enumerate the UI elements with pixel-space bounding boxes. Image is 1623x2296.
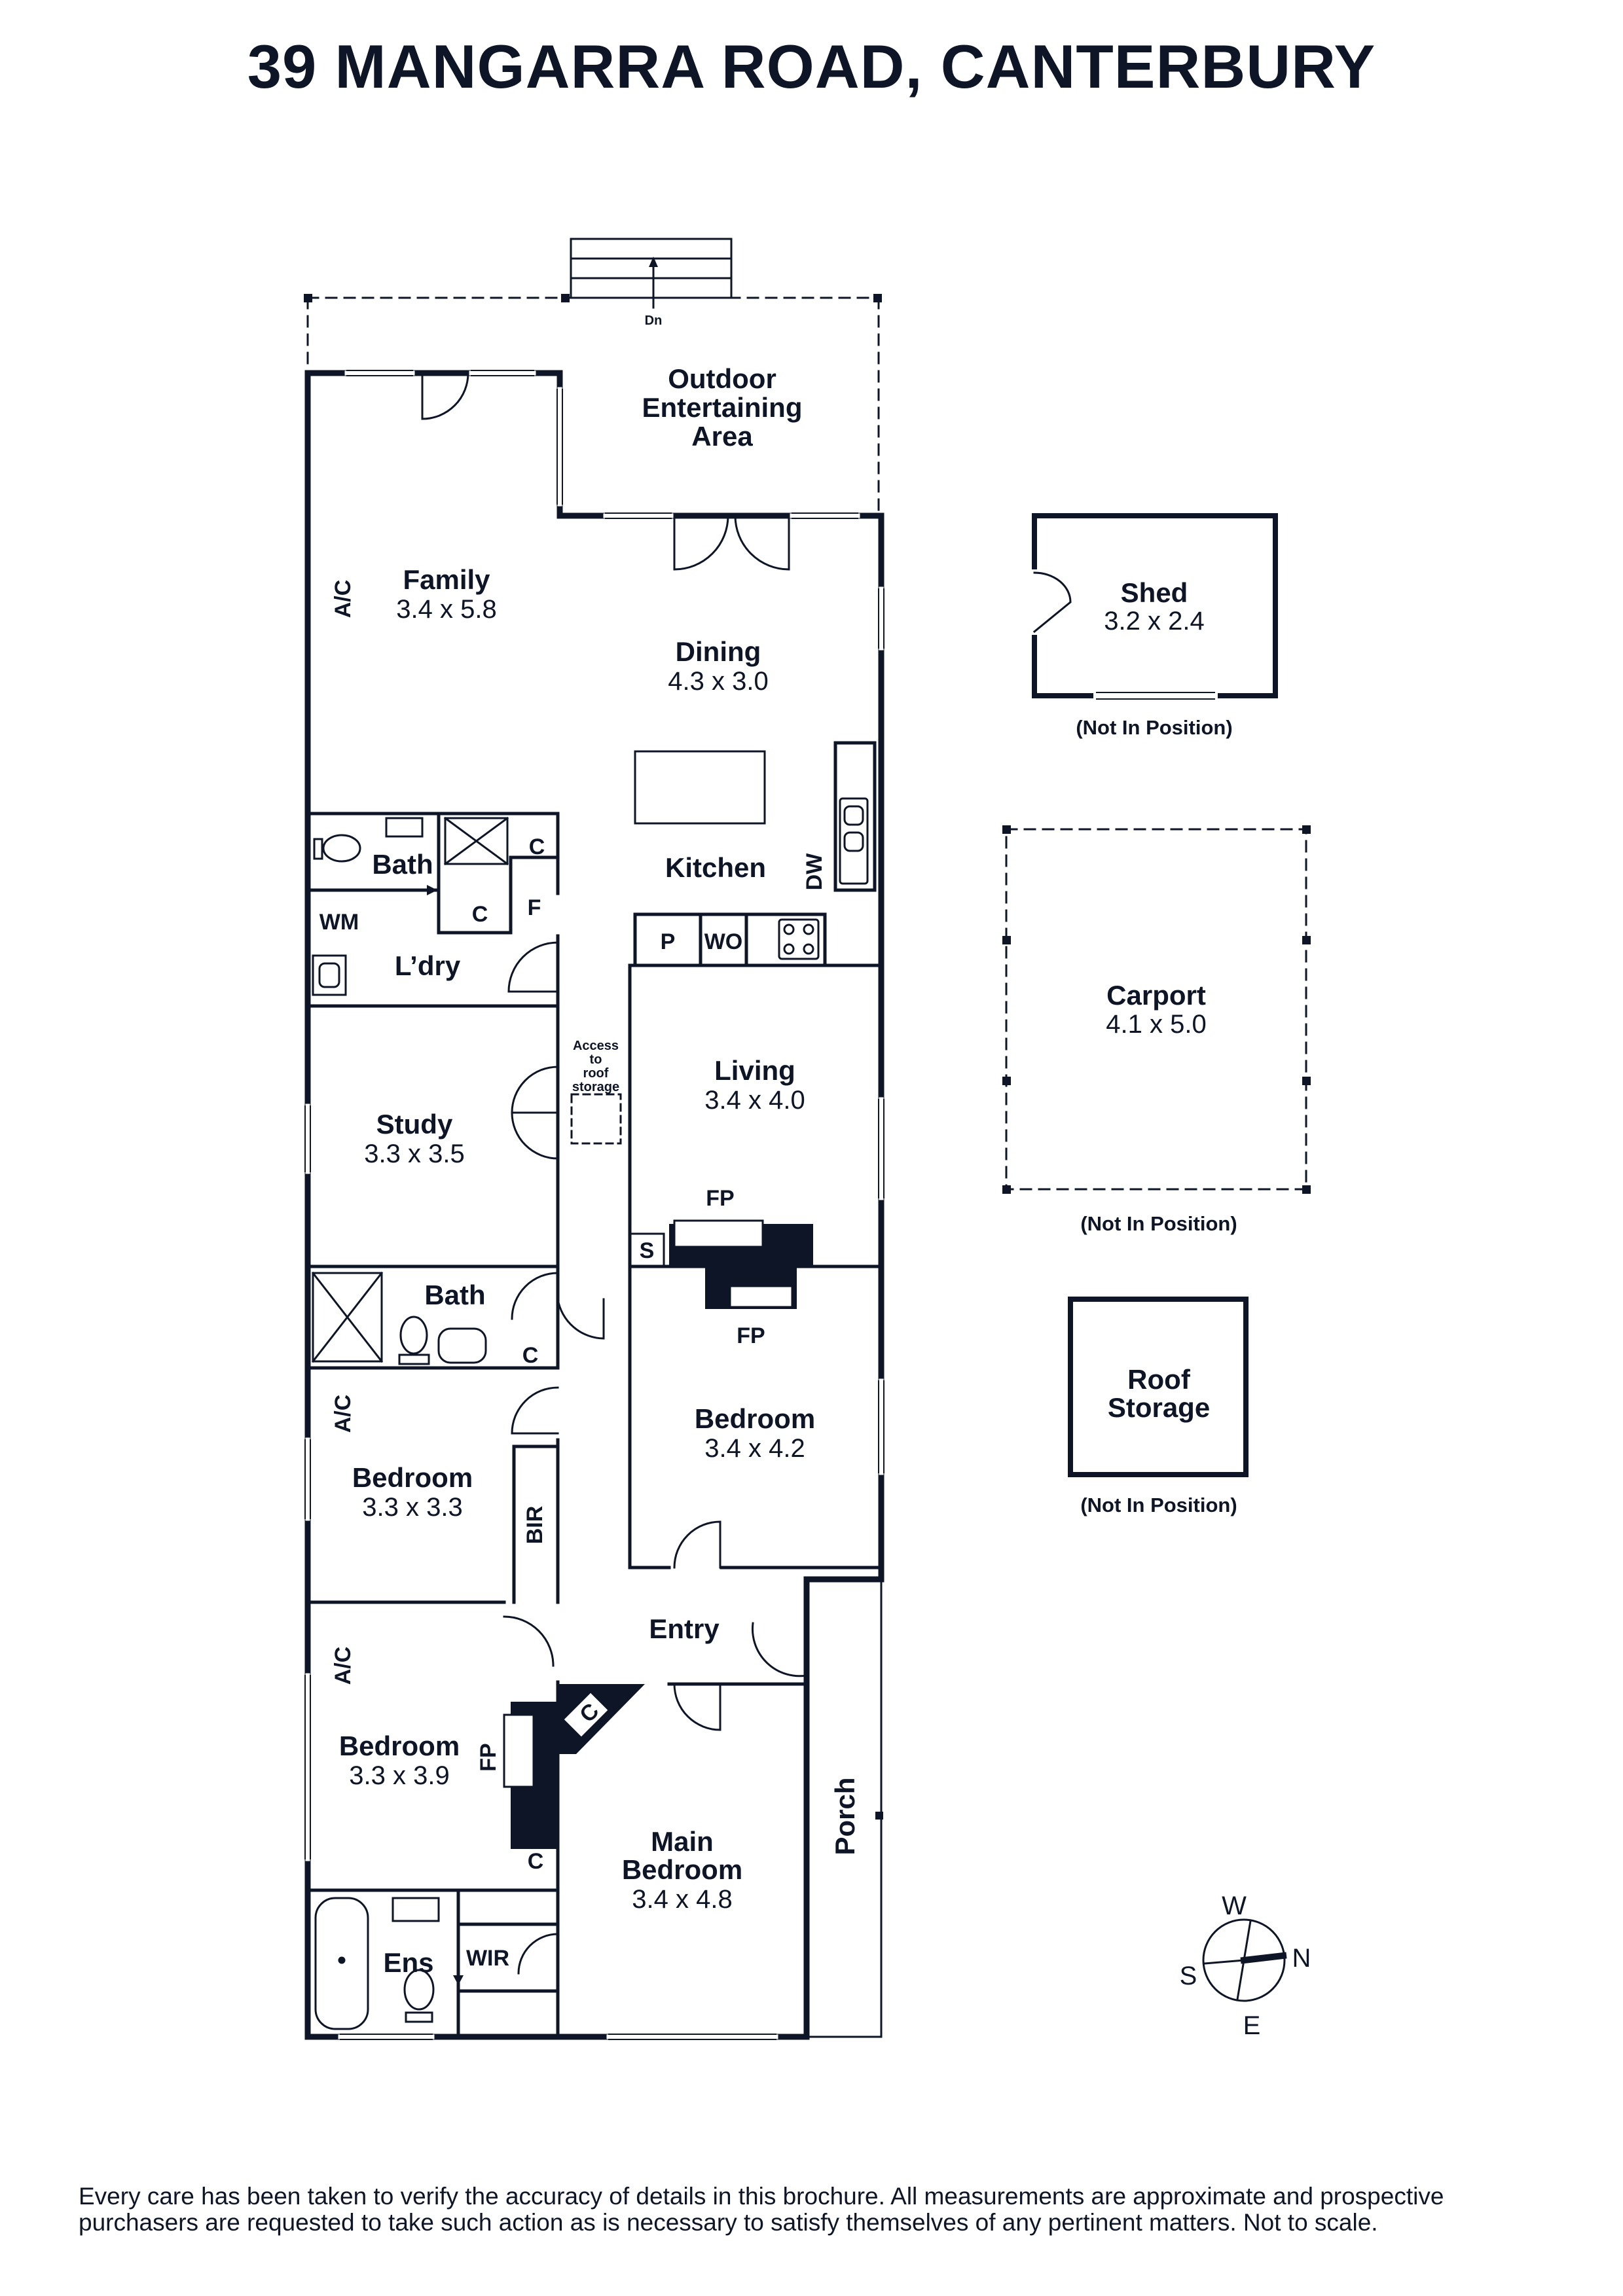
cupboard-label-bath-mid: C	[522, 1343, 539, 1368]
carport-dim: 4.1 x 5.0	[1106, 1010, 1206, 1039]
ensuite-name: Ens	[383, 1947, 433, 1978]
cupboard-label-laundry: C	[472, 902, 488, 927]
outdoor-label-2: Entertaining	[642, 392, 802, 423]
dishwasher-label: DW	[802, 853, 827, 891]
disclaimer: Every care has been taken to verify the …	[79, 2183, 1444, 2236]
roof-access-label-4: storage	[572, 1080, 619, 1094]
carport-outline	[1002, 825, 1311, 1194]
main-bedroom-name-2: Bedroom	[622, 1854, 742, 1885]
outdoor-label-1: Outdoor	[668, 363, 776, 394]
cupboard-label-bath: C	[529, 834, 545, 859]
shed-name: Shed	[1121, 577, 1188, 608]
carport-name: Carport	[1106, 980, 1206, 1011]
wall-oven-label: WO	[704, 929, 743, 954]
fridge-label: F	[528, 895, 541, 920]
interior-walls	[306, 741, 883, 2039]
bedroom-mid-right-dim: 3.4 x 4.2	[704, 1434, 805, 1463]
bedroom-mid-right-name: Bedroom	[695, 1403, 815, 1434]
bir-label: BIR	[522, 1506, 547, 1545]
bedroom-mid-left-name: Bedroom	[352, 1462, 473, 1493]
fireplace-label-living: FP	[706, 1186, 734, 1211]
shed-note: (Not In Position)	[1076, 716, 1232, 739]
bath-upper-name: Bath	[372, 849, 433, 880]
entry-name: Entry	[649, 1613, 720, 1644]
roof-storage-name-2: Storage	[1108, 1392, 1210, 1423]
study-name: Study	[376, 1109, 453, 1139]
porch-name: Porch	[830, 1777, 860, 1855]
shed-outline	[1031, 513, 1278, 700]
page-title: 39 MANGARRA ROAD, CANTERBURY	[247, 32, 1376, 101]
shed-dim: 3.2 x 2.4	[1104, 607, 1204, 636]
washing-machine-label: WM	[319, 910, 359, 935]
cupboard-label-main: C	[528, 1849, 544, 1874]
dining-dim: 4.3 x 3.0	[668, 667, 768, 696]
kitchen-name: Kitchen	[665, 852, 766, 883]
windows	[304, 370, 884, 2040]
roof-access-label-3: roof	[583, 1066, 609, 1081]
compass-w: W	[1222, 1892, 1247, 1920]
ac-label-family: A/C	[331, 580, 356, 619]
roof-access-label-2: to	[590, 1052, 602, 1067]
roof-storage-outline	[1068, 1297, 1249, 1477]
stairs-down-label: Dn	[645, 314, 663, 328]
dining-name: Dining	[676, 636, 761, 667]
bath-mid-name: Bath	[424, 1280, 485, 1310]
outdoor-label-3: Area	[691, 421, 753, 452]
bedroom-mid-left-dim: 3.3 x 3.3	[362, 1493, 462, 1522]
door-swings	[421, 372, 808, 1975]
pantry-label: P	[661, 929, 676, 954]
fixtures	[311, 797, 869, 2030]
study-dim: 3.3 x 3.5	[364, 1139, 464, 1168]
porch-outline	[805, 1578, 883, 2038]
kitchen-island	[634, 750, 766, 825]
main-bedroom-dim: 3.4 x 4.8	[632, 1885, 732, 1914]
wir-label: WIR	[466, 1946, 509, 1971]
compass-e: E	[1243, 2011, 1261, 2040]
fireplace-label-bedroom: FP	[737, 1323, 765, 1348]
fireplace-label-lower: FP	[476, 1743, 501, 1771]
steps	[570, 238, 733, 309]
bedroom-lower-name: Bedroom	[339, 1731, 460, 1761]
bedroom-lower-dim: 3.3 x 3.9	[349, 1761, 449, 1790]
laundry-name: L’dry	[395, 950, 461, 981]
compass-n: N	[1292, 1944, 1311, 1973]
compass	[1202, 1918, 1287, 2002]
fireplaces	[511, 1224, 813, 1849]
carport-note: (Not In Position)	[1080, 1212, 1237, 1235]
living-name: Living	[714, 1055, 795, 1086]
ac-label-bedroom-mid: A/C	[331, 1395, 356, 1433]
main-bedroom-name-1: Main	[651, 1826, 714, 1857]
storage-label: S	[640, 1238, 655, 1263]
ac-label-bedroom-lower: A/C	[331, 1647, 356, 1685]
roof-storage-name-1: Roof	[1127, 1364, 1191, 1395]
roof-access-label-1: Access	[573, 1039, 619, 1053]
family-name: Family	[403, 564, 490, 595]
compass-s: S	[1180, 1962, 1197, 1990]
family-dim: 3.4 x 5.8	[396, 595, 496, 624]
living-dim: 3.4 x 4.0	[704, 1086, 805, 1115]
roof-storage-note: (Not In Position)	[1080, 1494, 1237, 1516]
